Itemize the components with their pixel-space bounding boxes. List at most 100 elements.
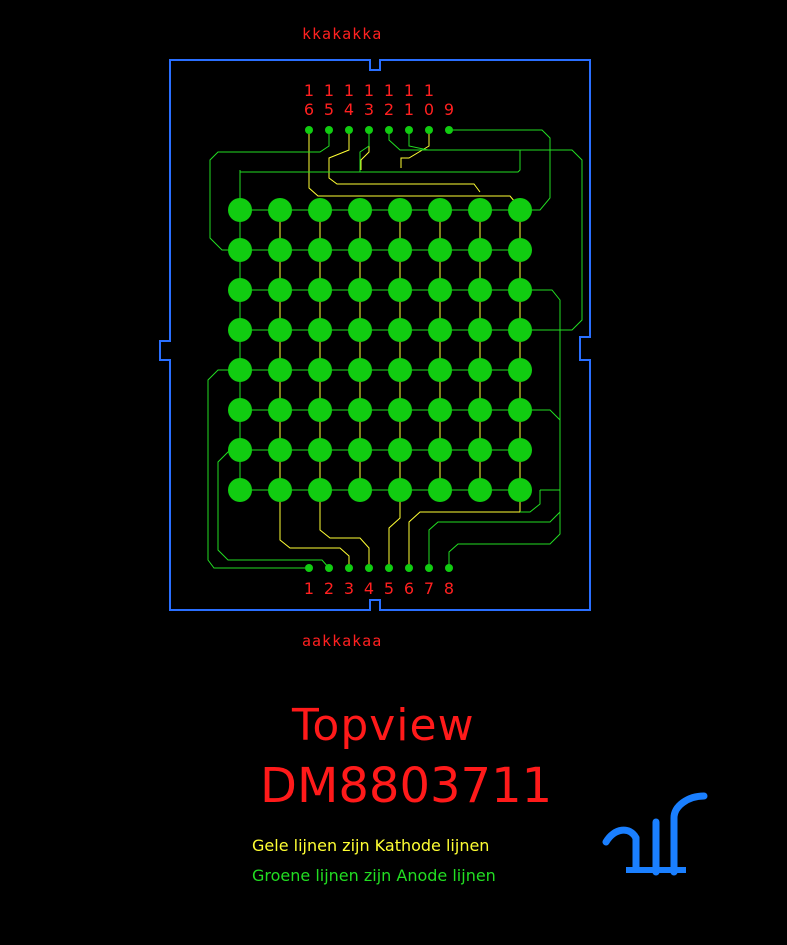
top-pin-label-15a: 1 bbox=[324, 81, 334, 100]
led-r1-c5 bbox=[388, 198, 412, 222]
pin-13 bbox=[365, 126, 373, 134]
bottom-pin-label-1: 1 bbox=[304, 579, 314, 598]
legend-anode-lines: Groene lijnen zijn Anode lijnen bbox=[252, 866, 496, 885]
led-r3-c6 bbox=[428, 278, 452, 302]
led-r8-c8 bbox=[508, 478, 532, 502]
pin-4 bbox=[365, 564, 373, 572]
bottom-pin-label-7: 7 bbox=[424, 579, 434, 598]
pin-2 bbox=[325, 564, 333, 572]
led-r2-c8 bbox=[508, 238, 532, 262]
led-r7-c1 bbox=[228, 438, 252, 462]
led-r1-c6 bbox=[428, 198, 452, 222]
led-r7-c6 bbox=[428, 438, 452, 462]
led-r3-c7 bbox=[468, 278, 492, 302]
pin-3 bbox=[345, 564, 353, 572]
led-r1-c7 bbox=[468, 198, 492, 222]
bottom-pins bbox=[305, 564, 453, 572]
led-r3-c4 bbox=[348, 278, 372, 302]
led-r8-c7 bbox=[468, 478, 492, 502]
top-pin-label-14a: 1 bbox=[344, 81, 354, 100]
top-pin-label-9: 9 bbox=[444, 100, 454, 119]
led-r2-c3 bbox=[308, 238, 332, 262]
led-r7-c5 bbox=[388, 438, 412, 462]
led-r3-c8 bbox=[508, 278, 532, 302]
pin-11 bbox=[405, 126, 413, 134]
package-outline bbox=[159, 59, 591, 611]
led-r4-c3 bbox=[308, 318, 332, 342]
top-pin-label-12b: 2 bbox=[384, 100, 394, 119]
led-r7-c4 bbox=[348, 438, 372, 462]
pin-7 bbox=[425, 564, 433, 572]
pin-8 bbox=[445, 564, 453, 572]
led-r6-c4 bbox=[348, 398, 372, 422]
led-r8-c5 bbox=[388, 478, 412, 502]
led-r1-c3 bbox=[308, 198, 332, 222]
page-title: Topview bbox=[292, 700, 475, 751]
led-matrix bbox=[228, 198, 532, 502]
led-r8-c3 bbox=[308, 478, 332, 502]
led-r8-c4 bbox=[348, 478, 372, 502]
led-r3-c2 bbox=[268, 278, 292, 302]
pin-6 bbox=[405, 564, 413, 572]
led-r2-c2 bbox=[268, 238, 292, 262]
led-r4-c7 bbox=[468, 318, 492, 342]
led-r1-c1 bbox=[228, 198, 252, 222]
top-pin-label-16b: 6 bbox=[304, 100, 314, 119]
bottom-pin-label-8: 8 bbox=[444, 579, 454, 598]
top-pin-label-15b: 5 bbox=[324, 100, 334, 119]
led-r7-c7 bbox=[468, 438, 492, 462]
led-r6-c6 bbox=[428, 398, 452, 422]
led-r8-c1 bbox=[228, 478, 252, 502]
led-r6-c7 bbox=[468, 398, 492, 422]
company-logo-icon bbox=[602, 792, 708, 876]
led-r6-c3 bbox=[308, 398, 332, 422]
led-r3-c1 bbox=[228, 278, 252, 302]
pin-5 bbox=[385, 564, 393, 572]
led-r2-c1 bbox=[228, 238, 252, 262]
led-r4-c5 bbox=[388, 318, 412, 342]
led-r5-c4 bbox=[348, 358, 372, 382]
part-number: DM8803711 bbox=[260, 758, 553, 814]
bottom-pin-label-4: 4 bbox=[364, 579, 374, 598]
bottom-pin-label-2: 2 bbox=[324, 579, 334, 598]
top-pin-label-10b: 0 bbox=[424, 100, 434, 119]
led-r5-c5 bbox=[388, 358, 412, 382]
led-r6-c1 bbox=[228, 398, 252, 422]
pin-1 bbox=[305, 564, 313, 572]
led-r2-c7 bbox=[468, 238, 492, 262]
pin-15 bbox=[325, 126, 333, 134]
led-r8-c2 bbox=[268, 478, 292, 502]
pin-10 bbox=[425, 126, 433, 134]
bottom-pin-label-5: 5 bbox=[384, 579, 394, 598]
led-r2-c4 bbox=[348, 238, 372, 262]
led-r2-c5 bbox=[388, 238, 412, 262]
led-r5-c2 bbox=[268, 358, 292, 382]
pin-9 bbox=[445, 126, 453, 134]
led-r4-c8 bbox=[508, 318, 532, 342]
led-r7-c3 bbox=[308, 438, 332, 462]
led-r7-c2 bbox=[268, 438, 292, 462]
led-r4-c2 bbox=[268, 318, 292, 342]
pin-14 bbox=[345, 126, 353, 134]
pin-12 bbox=[385, 126, 393, 134]
led-r5-c8 bbox=[508, 358, 532, 382]
top-pin-label-14b: 4 bbox=[344, 100, 354, 119]
led-r5-c1 bbox=[228, 358, 252, 382]
pin-16 bbox=[305, 126, 313, 134]
legend-kathode-lines: Gele lijnen zijn Kathode lijnen bbox=[252, 836, 490, 855]
bottom-pin-label-6: 6 bbox=[404, 579, 414, 598]
top-pin-label-11b: 1 bbox=[404, 100, 414, 119]
led-r5-c6 bbox=[428, 358, 452, 382]
top-pin-label-12a: 1 bbox=[384, 81, 394, 100]
top-pin-label-16a: 1 bbox=[304, 81, 314, 100]
top-pin-labels: 1 6 1 5 1 4 1 3 1 2 1 1 1 0 9 bbox=[304, 81, 454, 119]
led-r8-c6 bbox=[428, 478, 452, 502]
bottom-pin-labels: 1 2 3 4 5 6 7 8 bbox=[304, 579, 454, 598]
led-r6-c2 bbox=[268, 398, 292, 422]
led-r4-c6 bbox=[428, 318, 452, 342]
led-r5-c3 bbox=[308, 358, 332, 382]
led-r6-c8 bbox=[508, 398, 532, 422]
top-pin-label-10a: 1 bbox=[424, 81, 434, 100]
led-r7-c8 bbox=[508, 438, 532, 462]
top-pin-types: kkakakka bbox=[302, 25, 382, 43]
